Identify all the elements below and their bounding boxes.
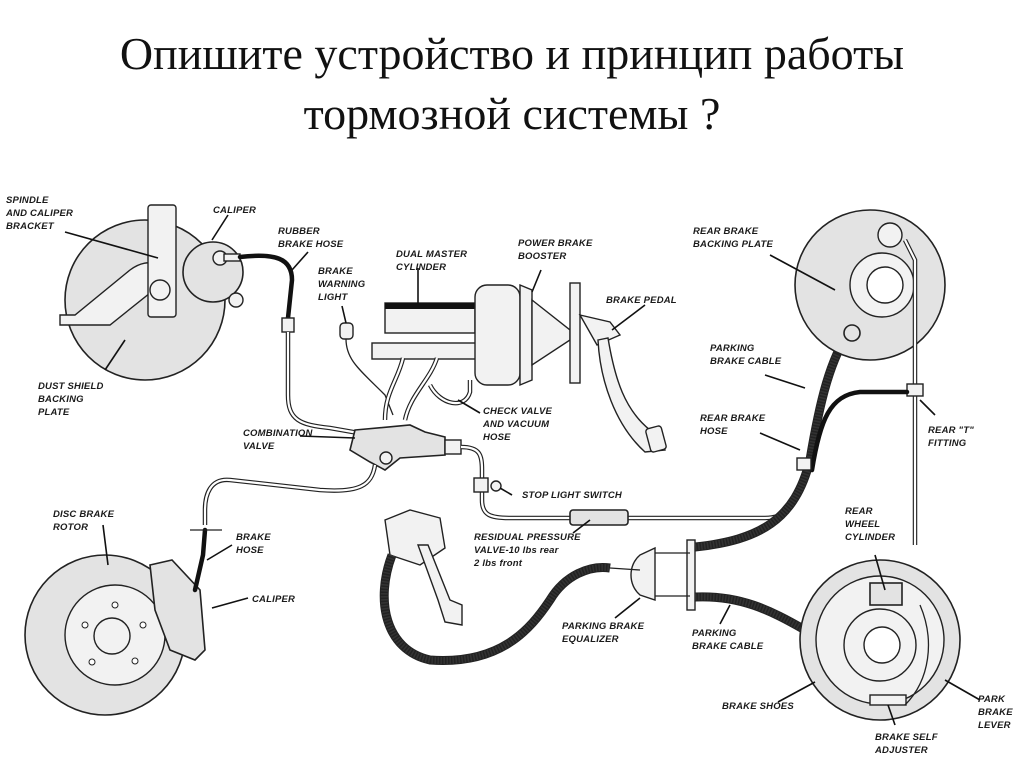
label-brake-pedal: BRAKE PEDAL [606,295,677,306]
label-brake-shoes: BRAKE SHOES [722,701,794,712]
front-right-disc-assembly [24,554,206,716]
label-rear-t-fitting: REAR "T" FITTING [928,425,977,449]
rear-t-fitting [906,383,924,397]
parking-brake-pedal [417,544,463,626]
brake-self-adjuster [869,694,907,706]
brake-pedal [578,313,667,453]
brake-warning-light [339,322,354,340]
combination-valve [349,424,446,471]
spindle-hub [149,279,171,301]
parking-brake-equalizer [630,546,656,601]
label-brake-warning-light: BRAKE WARNING LIGHT [318,266,368,303]
rear-wheel-cylinder [869,582,903,606]
brake-system-diagram: SPINDLE AND CALIPER BRACKET CALIPER RUBB… [5,195,1016,756]
label-brake-hose-front: BRAKE HOSE [236,532,274,556]
warning-light-wire [345,338,394,416]
label-rubber-brake-hose: RUBBER BRAKE HOSE [278,226,344,250]
label-disc-brake-rotor: DISC BRAKE ROTOR [53,509,117,533]
label-rear-wheel-cylinder: REAR WHEEL CYLINDER [845,506,895,543]
rear-brake-hose [809,389,910,473]
label-check-valve: CHECK VALVE AND VACUUM HOSE [482,406,555,443]
master-cylinder-body [371,342,478,360]
label-caliper-top: CALIPER [213,205,256,216]
labels: SPINDLE AND CALIPER BRACKET CALIPER RUBB… [5,195,1016,756]
brake-pedal-pad [645,425,667,453]
label-residual-pressure-valve: RESIDUAL PRESSURE VALVE-10 lbs rear 2 lb… [473,532,584,569]
label-parking-brake-cable-bottom: PARKING BRAKE CABLE [692,628,764,652]
valve-outlet-fitting [444,439,462,455]
rear-drum-assembly [799,559,961,721]
rubber-brake-hose [237,253,295,321]
leader-lines [64,214,981,726]
front-right-brake-line [202,464,378,525]
caliper-bolt [228,292,244,308]
rear-backing-plate-assembly [794,209,946,361]
rotor-hub [93,617,131,655]
park-brake-lever [904,604,930,706]
front-left-disc-assembly [59,204,244,381]
residual-pressure-valve [569,509,629,526]
stop-light-switch [473,477,489,493]
label-rear-brake-hose: REAR BRAKE HOSE [700,413,768,437]
hose-fitting-top [281,317,295,333]
label-caliper-bottom: CALIPER [252,594,295,605]
title-line-2: тормозной системы ? [303,88,721,139]
parking-brake-cable-lower [694,592,808,634]
power-brake-booster [474,284,521,386]
label-stop-light-switch: STOP LIGHT SWITCH [522,490,623,501]
slide-title: Опишите устройство и принцип работы торм… [0,24,1024,144]
front-left-brake-line [285,332,371,438]
label-power-brake-booster: POWER BRAKE BOOSTER [518,238,595,262]
label-combination-valve: COMBINATION VALVE [243,428,315,452]
label-dual-master-cylinder: DUAL MASTER CYLINDER [396,249,470,273]
label-brake-self-adjuster: BRAKE SELF ADJUSTER [874,732,941,756]
label-spindle: SPINDLE AND CALIPER BRACKET [5,195,76,232]
front-brake-hose [192,527,208,593]
firewall-plate [569,282,581,384]
rear-brake-line [460,444,808,521]
label-rear-brake-backing-plate: REAR BRAKE BACKING PLATE [693,226,773,250]
label-parking-brake-cable-top: PARKING BRAKE CABLE [710,343,782,367]
front-caliper-bottom [149,559,206,661]
title-line-1: Опишите устройство и принцип работы [119,28,905,79]
caliper-inlet [223,253,241,262]
label-park-brake-lever: PARK BRAKE LEVER [978,694,1016,731]
label-dust-shield: DUST SHIELD BACKING PLATE [38,381,106,418]
label-parking-brake-equalizer: PARKING BRAKE EQUALIZER [562,621,647,645]
master-cylinder-booster [371,282,581,387]
